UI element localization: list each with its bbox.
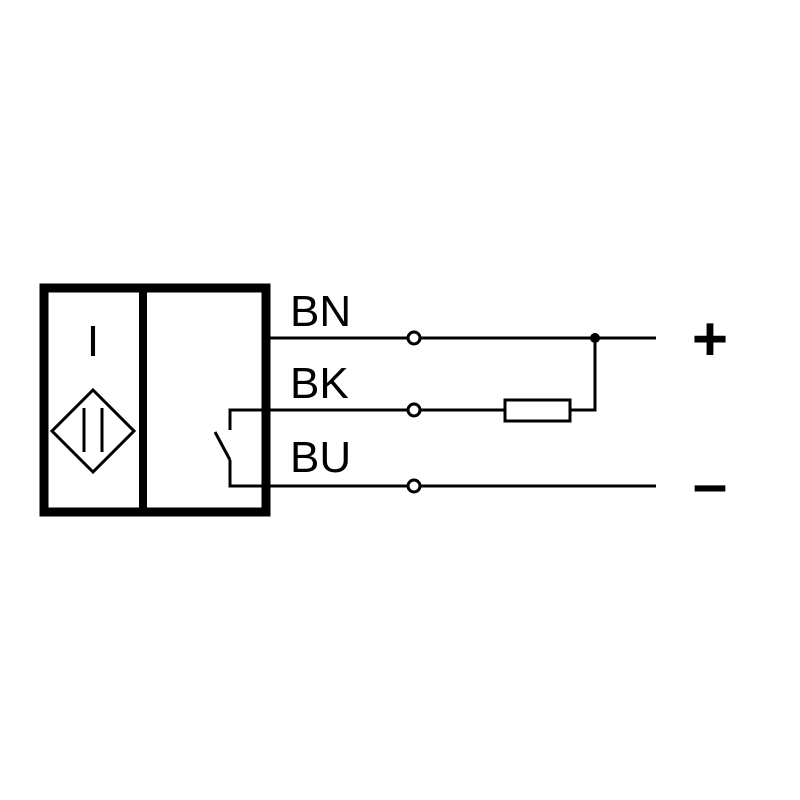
- output-switch-icon: [213, 408, 266, 488]
- sensor-mode-label: I: [87, 317, 99, 366]
- load-resistor-icon: [503, 333, 600, 423]
- terminal-black: [406, 402, 422, 418]
- supply-positive-label: +: [692, 305, 728, 374]
- junction-dot: [590, 333, 600, 343]
- wire-label-black: BK: [290, 359, 349, 408]
- sensor-outer-frame: [39, 283, 271, 517]
- terminal-blue: [406, 478, 422, 494]
- supply-negative-label: –: [693, 450, 727, 519]
- inductive-sensor-icon: [49, 387, 137, 475]
- terminal-brown: [406, 330, 422, 346]
- wire-label-brown: BN: [290, 287, 351, 336]
- wire-label-blue: BU: [290, 433, 351, 482]
- sensor-housing: [39, 283, 271, 517]
